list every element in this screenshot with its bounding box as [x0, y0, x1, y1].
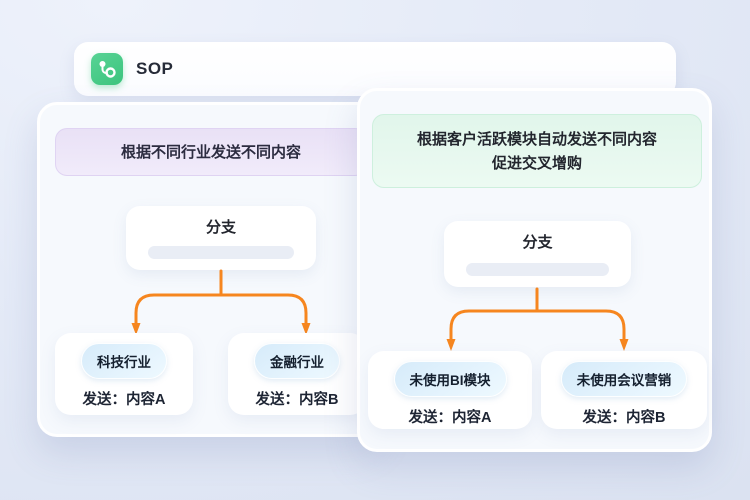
panel-header-line1: 根据不同行业发送不同内容	[120, 144, 301, 161]
condition-badge[interactable]: 科技行业	[81, 343, 167, 379]
branch-node-label: 分支	[522, 234, 553, 251]
action-text: 发送：内容A	[408, 410, 492, 426]
condition-card-tech-industry[interactable]: 科技行业 发送：内容A	[55, 333, 193, 415]
sop-panel-by-industry[interactable]: 根据不同行业发送不同内容 分支 科技行业 发送：内容A 金融行业 发送：内容B	[37, 102, 380, 437]
action-text: 发送：内容A	[82, 392, 166, 408]
branch-node[interactable]: 分支	[126, 206, 316, 270]
branch-node-placeholder-bar	[466, 263, 609, 276]
panel-header-by-module: 根据客户活跃模块自动发送不同内容 促进交叉增购	[372, 114, 702, 188]
panel-header-by-industry: 根据不同行业发送不同内容	[55, 128, 367, 176]
condition-badge[interactable]: 未使用BI模块	[393, 361, 507, 397]
panel-header-line2: 促进交叉增购	[491, 155, 582, 172]
condition-card-finance-industry[interactable]: 金融行业 发送：内容B	[228, 333, 366, 415]
condition-badge[interactable]: 未使用会议营销	[560, 361, 688, 397]
panel-header-line1: 根据客户活跃模块自动发送不同内容	[416, 131, 657, 148]
branch-node-label: 分支	[205, 219, 236, 236]
action-text: 发送：内容B	[582, 410, 666, 426]
sop-panel-by-module[interactable]: 根据客户活跃模块自动发送不同内容 促进交叉增购 分支 未使用BI模块 发送：内容…	[357, 88, 712, 452]
sop-workflow-icon	[91, 53, 123, 85]
condition-card-no-bi-module[interactable]: 未使用BI模块 发送：内容A	[368, 351, 532, 429]
action-text: 发送：内容B	[255, 392, 339, 408]
condition-badge[interactable]: 金融行业	[254, 343, 340, 379]
sop-app-card: SOP	[74, 42, 676, 96]
sop-app-title: SOP	[136, 59, 174, 78]
branch-node[interactable]: 分支	[444, 221, 631, 287]
branch-node-placeholder-bar	[148, 246, 294, 259]
condition-card-no-meeting-marketing[interactable]: 未使用会议营销 发送：内容B	[541, 351, 707, 429]
